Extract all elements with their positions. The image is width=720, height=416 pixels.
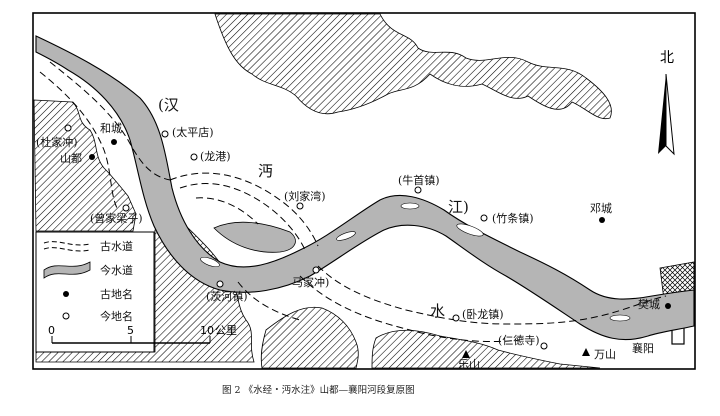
- scale-tick: 0: [48, 324, 55, 337]
- legend-item: 古水道: [100, 239, 133, 253]
- place-ancient: 和城: [100, 122, 122, 135]
- place-modern: (卧龙镇): [462, 307, 504, 321]
- place-modern: (牛首镇): [398, 173, 440, 187]
- place-modern: (仁德寺): [498, 333, 540, 347]
- river-name: 沔: [258, 162, 273, 180]
- scale-bar: [51, 336, 211, 344]
- legend-item: 今地名: [100, 309, 133, 323]
- legend-modern-channel-swatch: [43, 261, 91, 279]
- place-modern: (龙港): [200, 150, 231, 163]
- scale-tick: 5: [127, 324, 134, 337]
- place-modern: (竹条镇): [492, 211, 534, 225]
- legend-ancient-place-swatch: [63, 291, 69, 297]
- place-modern: (太平店): [172, 125, 214, 139]
- legend: 古水道 今水道 古地名 今地名 0 5 10 公里: [35, 231, 237, 353]
- north-label: 北: [660, 50, 674, 66]
- river-name: 江): [448, 198, 469, 216]
- north-arrow: 北: [658, 50, 675, 156]
- legend-item: 古地名: [100, 287, 133, 301]
- modern-places: (杜家冲) (太平店) (龙港) (刘家湾) (牛首镇) (竹条镇) (曾家梁子…: [36, 124, 654, 371]
- scale-tick: 10: [200, 324, 214, 337]
- legend-ancient-channel-swatch: [43, 241, 91, 252]
- place-modern: 乐山: [458, 358, 480, 371]
- ancient-places: 和城 山都 邓城 樊城: [60, 122, 671, 311]
- place-modern: (刘家湾): [284, 189, 326, 203]
- place-ancient: 邓城: [590, 202, 612, 215]
- ancient-channels: [39, 61, 667, 343]
- river-name: 水: [430, 302, 445, 320]
- river-name: (汉: [158, 96, 179, 114]
- place-modern: (杜家冲): [36, 135, 78, 149]
- place-ancient: 山都: [60, 152, 82, 165]
- place-modern: 马家冲): [292, 275, 329, 289]
- place-modern: 襄阳: [632, 341, 654, 355]
- legend-item: 今水道: [100, 263, 133, 277]
- place-modern: (茨河镇): [206, 289, 248, 303]
- figure-caption: 图 2 《水经・沔水注》山都—襄阳河段复原图: [222, 384, 415, 396]
- scale-unit: 公里: [215, 324, 237, 337]
- legend-modern-place-swatch: [62, 312, 70, 320]
- modern-river: [35, 35, 695, 341]
- place-modern: 万山: [594, 348, 616, 361]
- place-modern: (曾家梁子): [90, 211, 143, 225]
- old-channel-deposit: [213, 221, 296, 253]
- place-ancient: 樊城: [638, 297, 660, 311]
- river-names: (汉 沔 江) 水: [158, 96, 469, 320]
